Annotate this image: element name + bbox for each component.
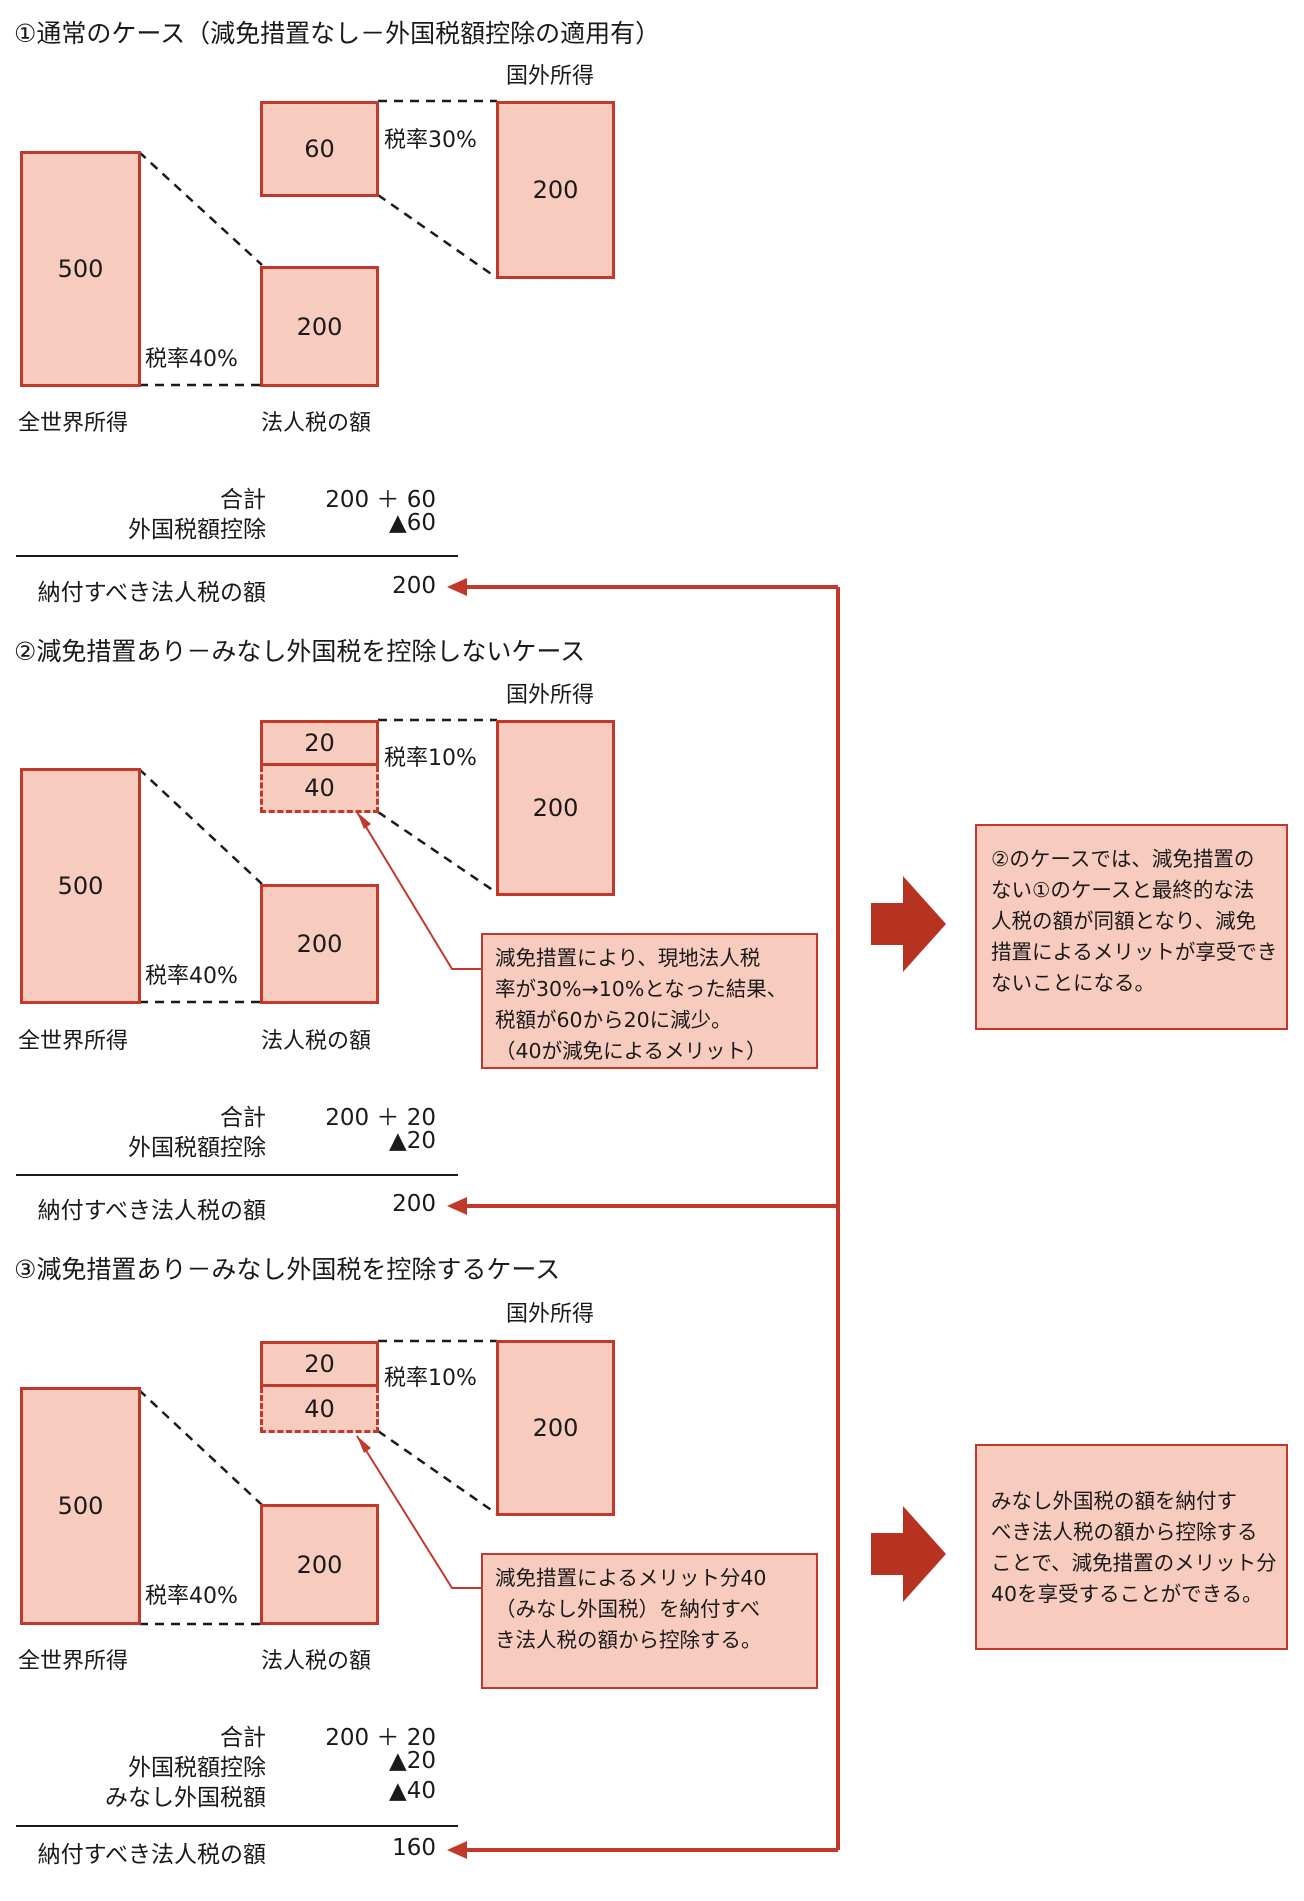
foreign-rate-label: 税率10%: [384, 1366, 477, 1391]
corp-tax-box: 200: [260, 884, 379, 1004]
foreign-income-label: 国外所得: [506, 683, 595, 708]
callout-arrowheads: [357, 812, 371, 1453]
note-line: 減免措置により、現地法人税: [495, 946, 761, 970]
summary-label: 外国税額控除: [128, 1755, 266, 1781]
conclusion-line: ないことになる。: [991, 971, 1155, 995]
domestic-rate-label: 税率40%: [145, 964, 238, 989]
conclusion-line: べき法人税の額から控除する: [991, 1520, 1258, 1544]
foreign-tax-box: 60: [260, 101, 379, 197]
foreign-rate-label: 税率10%: [384, 746, 477, 771]
conclusion-line: 40を享受することができる。: [991, 1582, 1263, 1606]
world-income-label: 全世界所得: [18, 1029, 129, 1054]
exempted-tax-box: 40: [260, 766, 379, 813]
summary-value: ▲40: [389, 1778, 436, 1804]
result-value: 160: [392, 1835, 436, 1861]
corp-tax-label: 法人税の額: [261, 1029, 372, 1054]
block-arrows: [871, 876, 946, 1602]
conclusion-line: ②のケースでは、減免措置の: [991, 847, 1255, 871]
bracket-arrowheads: [447, 578, 467, 1859]
summary-label: 外国税額控除: [128, 1135, 266, 1161]
conclusion-line: 人税の額が同額となり、減免: [991, 909, 1257, 933]
corp-tax-box: 200: [260, 266, 379, 387]
conclusion-line: ことで、減免措置のメリット分: [991, 1551, 1277, 1575]
dashed-guides: [138, 99, 498, 1626]
foreign-income-label: 国外所得: [506, 1302, 595, 1327]
callout-pointers: [356, 811, 482, 1589]
result-value: 200: [392, 573, 436, 599]
summary-value: 200 ＋ 20: [325, 1105, 436, 1131]
summary-label: 外国税額控除: [128, 517, 266, 543]
result-label: 納付すべき法人税の額: [37, 580, 266, 606]
summary-label: 合計: [220, 487, 266, 513]
corp-tax-label: 法人税の額: [261, 1649, 372, 1674]
foreign-tax-box: 20: [260, 1341, 379, 1387]
summary-value: ▲20: [389, 1128, 436, 1154]
result-label: 納付すべき法人税の額: [37, 1198, 266, 1224]
summary-value: ▲60: [389, 510, 436, 536]
exempted-tax-box: 40: [260, 1387, 379, 1433]
world-income-label: 全世界所得: [18, 411, 129, 436]
foreign-income-box: 200: [496, 1340, 615, 1516]
conclusion-box-1: ②のケースでは、減免措置の ない①のケースと最終的な法 人税の額が同額となり、減…: [975, 824, 1288, 1030]
corp-tax-box: 200: [260, 1504, 379, 1625]
summary-dividers: [16, 555, 458, 1827]
summary-value: 200 ＋ 60: [325, 487, 436, 513]
note-line: 税額が60から20に減少。: [495, 1008, 732, 1032]
conclusion-line: 措置によるメリットが享受でき: [991, 940, 1278, 964]
bracket-connector: [460, 585, 840, 1852]
result-value: 200: [392, 1191, 436, 1217]
conclusion-line: みなし外国税の額を納付す: [991, 1489, 1237, 1513]
foreign-income-box: 200: [496, 720, 615, 896]
exemption-note: 減免措置により、現地法人税 率が30%→10%となった結果、 税額が60から20…: [481, 933, 818, 1069]
note-line: き法人税の額から控除する。: [495, 1628, 762, 1652]
summary-label: みなし外国税額: [105, 1785, 266, 1811]
summary-label: 合計: [220, 1105, 266, 1131]
deduction-note: 減免措置によるメリット分40 （みなし外国税）を納付すべ き法人税の額から控除す…: [481, 1553, 818, 1689]
world-income-box: 500: [20, 768, 141, 1004]
section-2-title: ②減免措置あり－みなし外国税を控除しないケース: [14, 637, 586, 666]
section-1-title: ①通常のケース（減免措置なし－外国税額控除の適用有）: [14, 19, 661, 48]
section-3-title: ③減免措置あり－みなし外国税を控除するケース: [14, 1255, 561, 1284]
corp-tax-label: 法人税の額: [261, 411, 372, 436]
note-line: 減免措置によるメリット分40: [495, 1566, 767, 1590]
summary-value: 200 ＋ 20: [325, 1725, 436, 1751]
domestic-rate-label: 税率40%: [145, 1584, 238, 1609]
result-label: 納付すべき法人税の額: [37, 1842, 266, 1868]
summary-label: 合計: [220, 1725, 266, 1751]
world-income-box: 500: [20, 151, 141, 387]
world-income-label: 全世界所得: [18, 1649, 129, 1674]
conclusion-box-2: みなし外国税の額を納付す べき法人税の額から控除する ことで、減免措置のメリット…: [975, 1444, 1288, 1650]
note-line: （みなし外国税）を納付すべ: [495, 1597, 761, 1621]
foreign-tax-box: 20: [260, 720, 379, 766]
foreign-income-box: 200: [496, 101, 615, 279]
note-line: （40が減免によるメリット）: [495, 1039, 767, 1063]
foreign-rate-label: 税率30%: [384, 128, 477, 153]
domestic-rate-label: 税率40%: [145, 347, 238, 372]
note-line: 率が30%→10%となった結果、: [495, 977, 788, 1001]
summary-value: ▲20: [389, 1748, 436, 1774]
foreign-income-label: 国外所得: [506, 64, 595, 89]
conclusion-line: ない①のケースと最終的な法: [991, 878, 1255, 902]
world-income-box: 500: [20, 1387, 141, 1625]
